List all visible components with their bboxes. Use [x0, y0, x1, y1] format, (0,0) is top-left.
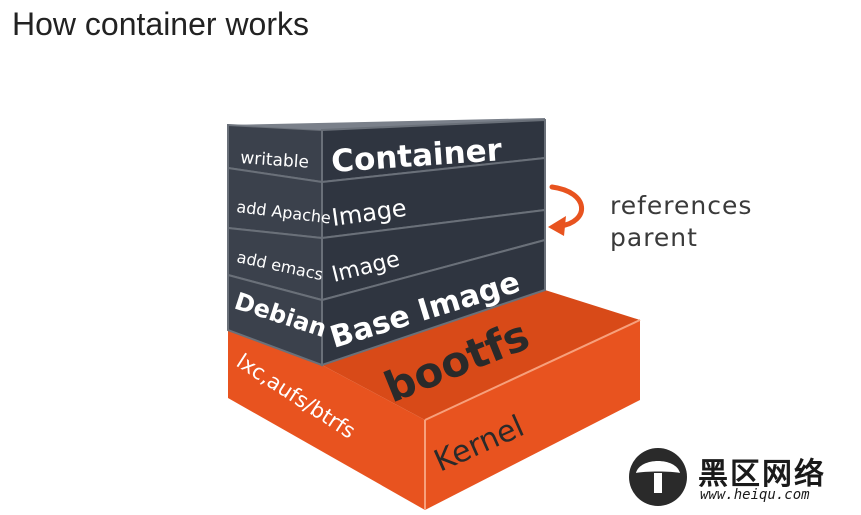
note-line-2: parent — [610, 223, 698, 252]
mushroom-logo-icon — [629, 448, 687, 506]
page-title: How container works — [12, 6, 309, 42]
kernel-left-face — [228, 330, 425, 510]
note-line-1: references — [610, 191, 753, 220]
watermark-logo: 黑区网络 www.heiqu.com — [626, 447, 856, 507]
stack-top-face — [228, 118, 545, 130]
watermark-chinese-name: 黑区网络 — [698, 457, 826, 492]
debian-front-face — [321, 238, 546, 367]
image-stack — [227, 118, 546, 367]
references-parent-note: references parent — [610, 190, 752, 254]
kernel-top-face — [322, 290, 640, 420]
curved-arrow-icon — [548, 184, 584, 236]
watermark-url: www.heiqu.com — [700, 487, 810, 503]
kernel-front-face — [425, 320, 640, 510]
kernel-layer — [228, 290, 641, 510]
layer-side-label-writable: writable — [240, 148, 310, 173]
